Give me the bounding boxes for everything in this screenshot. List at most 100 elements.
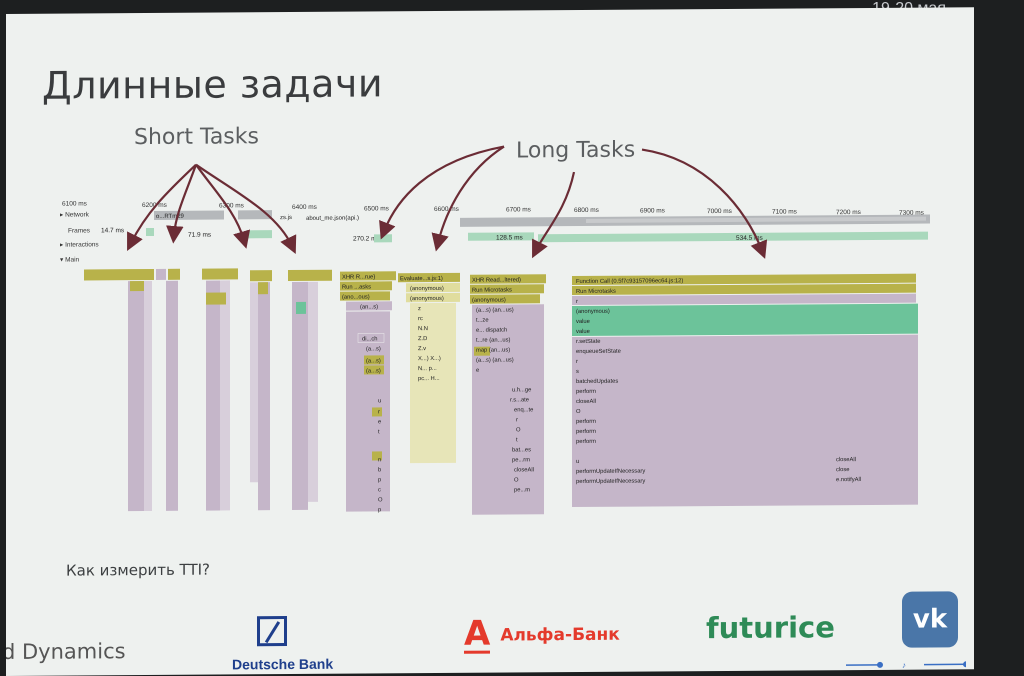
video-player-controls[interactable]: ♪ [846, 659, 966, 670]
ruler-tick: 7100 ms [772, 208, 798, 215]
flame-label: p [378, 477, 381, 483]
flame-label: Z.D [418, 336, 427, 342]
flame-label: perform [576, 439, 596, 445]
flame-label: O [514, 477, 519, 483]
flame-label: (anonymous) [410, 296, 444, 302]
vk-logo: vk [902, 591, 958, 648]
arrow [166, 164, 198, 244]
track-interactions: ▸ Interactions [60, 241, 99, 248]
ruler-tick: 6300 ms [219, 202, 245, 209]
flame-label: close [836, 467, 850, 473]
flame-label: r.setState [576, 339, 600, 345]
flame-label: t [378, 429, 380, 435]
frame-duration: 128.5 ms [496, 234, 523, 241]
volume-icon: ♪ [902, 661, 906, 670]
frame-duration: 270.2 ms [353, 235, 380, 242]
ruler-tick: 7000 ms [707, 208, 733, 215]
flame-label: t...re (an...us) [476, 337, 511, 343]
performance-flame-chart: 6100 ms 6200 ms 6300 ms 6400 ms 6500 ms … [60, 145, 930, 515]
dynamics-logo: d Dynamics [6, 639, 126, 665]
long-task-4: Function Call (0.5f7c93157096ec64.js:12)… [572, 273, 918, 508]
network-item: zs.js [280, 215, 292, 221]
flame-label: e... dispatch [476, 328, 507, 334]
arrow [127, 163, 197, 252]
flame-label: Z.v [418, 346, 426, 352]
question-text: Как измерить TTI? [66, 560, 211, 580]
frame-duration: 14.7 ms [101, 227, 125, 234]
deutsche-bank-slash-icon [257, 616, 287, 647]
arrow [431, 145, 505, 252]
flame-label: closeAll [836, 457, 856, 463]
alfa-a-icon: А [464, 613, 491, 654]
flame-label: Run Microtasks [576, 289, 616, 295]
flame-label: rc [418, 316, 423, 322]
frame-duration: 71.9 ms [188, 232, 212, 239]
track-labels: ▸ Network Frames ▸ Interactions ▾ Main [60, 211, 99, 263]
flame-label: batchedUpdates [576, 379, 618, 385]
deutsche-bank-logo: Deutsche Bank [232, 616, 333, 672]
flame-label: (a...s) [366, 346, 381, 352]
futurice-logo: futurice [706, 610, 835, 646]
progress-handle [877, 661, 883, 668]
ruler-tick: 6800 ms [574, 207, 600, 214]
track-network: ▸ Network [60, 211, 90, 218]
flame-label: r [576, 299, 578, 305]
flame-label: (ano...ous) [342, 294, 370, 300]
network-track: o...RTm29 zs.js about_me.json(api.) [154, 210, 930, 227]
flame-label: u [378, 398, 381, 404]
flame-label: performUpdateIfNecessary [576, 479, 645, 485]
flame-label: z [418, 306, 421, 312]
flame-label: e [476, 368, 479, 374]
network-item: o...RTm29 [156, 214, 185, 220]
ruler-tick: 6600 ms [434, 206, 460, 213]
flame-label: r [576, 359, 578, 365]
flame-label: r.s...ate [510, 397, 529, 403]
track-frames: Frames [68, 227, 91, 234]
flame-label: u [576, 459, 579, 465]
flame-label: p [378, 507, 381, 513]
ruler-tick: 6900 ms [640, 207, 666, 214]
flame-label: Evaluate...s.js:1) [400, 276, 443, 282]
flame-label: (a...s) (an...us) [476, 307, 514, 313]
flame-label: O [516, 427, 521, 433]
flame-label: (anonymous) [472, 298, 506, 304]
flame-label: value [576, 319, 590, 325]
flame-label: (anonymous) [410, 286, 444, 292]
flame-label: N... p... [418, 366, 437, 372]
flame-label: N.N [418, 326, 428, 332]
track-main: ▾ Main [60, 256, 80, 263]
flame-label: (a...s) [366, 368, 381, 374]
long-task-1: XHR R...rue} Run ...asks (ano...ous) (an… [340, 271, 396, 513]
flame-label: O [378, 497, 383, 503]
flame-label: e.notifyAll [836, 477, 861, 483]
frame-duration: 534.5 ms [736, 235, 763, 242]
ruler-tick: 7300 ms [899, 210, 925, 217]
arrow [195, 164, 251, 249]
network-item: about_me.json(api.) [306, 216, 359, 222]
flame-label: t...ze [476, 318, 489, 324]
flame-label: perform [576, 419, 596, 425]
flame-label: r [378, 409, 380, 415]
flame-label: n [378, 457, 381, 463]
arrow [379, 145, 505, 240]
flame-label: value [576, 329, 590, 335]
arrow [641, 148, 768, 259]
flame-label: s [576, 369, 579, 375]
flame-label: perform [576, 429, 596, 435]
ruler-tick: 6500 ms [364, 205, 390, 212]
short-tasks-flames [84, 268, 332, 512]
flame-label: X...) X...) [418, 356, 441, 362]
flame-label: performUpdateIfNecessary [576, 469, 645, 475]
flame-label: perform [576, 389, 596, 395]
long-task-3: XHR Read...ltered) Run Microtasks (anony… [470, 274, 546, 515]
flame-label: t [516, 437, 518, 443]
alfa-bank-logo: А Альфа-Банк [464, 613, 620, 654]
flame-label: bat...es [512, 447, 531, 453]
flame-label: closeAll [514, 467, 534, 473]
flame-label: Run Microtasks [472, 287, 512, 293]
flame-label: Function Call (0.5f7c93157096ec64.js:12) [576, 278, 683, 285]
alfa-bank-text: Альфа-Банк [500, 624, 620, 646]
flame-label: XHR R...rue} [342, 274, 375, 280]
flame-label: b [378, 467, 381, 473]
arrow [195, 163, 297, 254]
